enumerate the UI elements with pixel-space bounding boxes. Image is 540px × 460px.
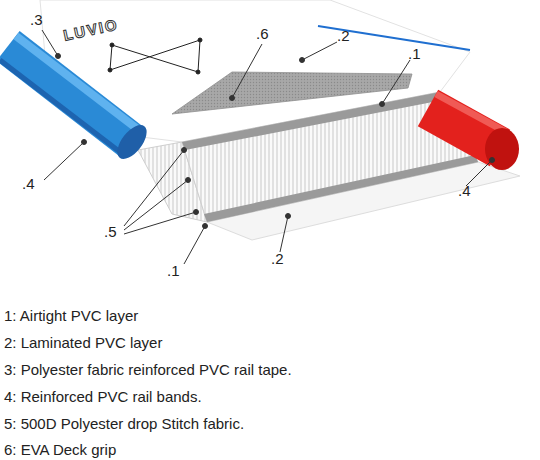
red-rail bbox=[428, 94, 519, 170]
legend-note: 2: Laminated PVC layer bbox=[4, 335, 162, 352]
callout-number: .2 bbox=[271, 251, 284, 268]
callout-number: .1 bbox=[408, 46, 421, 63]
callout-number: .4 bbox=[458, 183, 471, 200]
legend-note: 1: Airtight PVC layer bbox=[4, 308, 138, 325]
callout-number: .3 bbox=[30, 12, 43, 29]
legend-note: 6: EVA Deck grip bbox=[4, 442, 116, 459]
callout-number: .2 bbox=[337, 28, 350, 45]
legend-note: 3: Polyester fabric reinforced PVC rail … bbox=[4, 362, 292, 379]
callout-number: .6 bbox=[256, 26, 269, 43]
deck-edge-stripe bbox=[318, 26, 470, 50]
top-pvc-layer bbox=[182, 92, 443, 150]
legend-note: 5: 500D Polyester drop Stitch fabric. bbox=[4, 416, 244, 433]
callout-number: .1 bbox=[167, 263, 180, 280]
blue-rail bbox=[0, 36, 152, 164]
leader-lines bbox=[42, 30, 495, 264]
bottom-pvc-layer bbox=[204, 155, 478, 222]
callout-number: .5 bbox=[104, 224, 117, 241]
callout-number: .4 bbox=[22, 176, 35, 193]
legend-note: 4: Reinforced PVC rail bands. bbox=[4, 389, 202, 406]
logo-graphic bbox=[108, 38, 202, 74]
